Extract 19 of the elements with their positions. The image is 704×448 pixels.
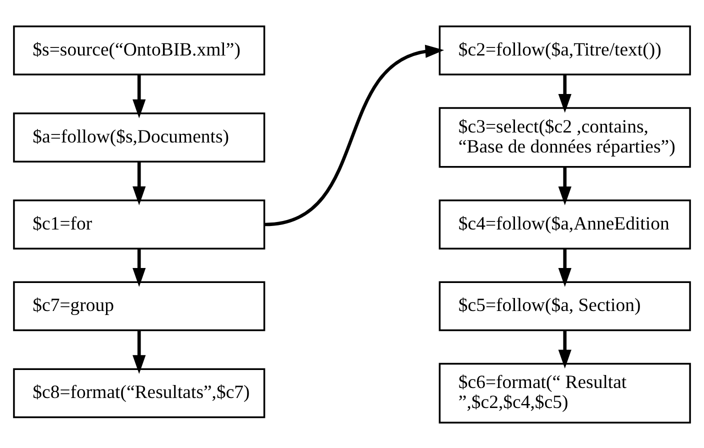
arrow — [132, 330, 146, 374]
arrow — [132, 161, 146, 205]
node-box: $c3=select($c2 ,contains, “Base de données réparties”) — [438, 106, 691, 168]
node-box: $c2=follow($a,Titre/text()) — [438, 24, 691, 75]
node-box: $c1=for — [13, 199, 266, 249]
node-box: $c4=follow($a,AnneEdition — [438, 199, 691, 249]
arrow — [558, 74, 572, 112]
node-box: $s=source(“OntoBIB.xml”) — [13, 24, 266, 75]
node-box: $c7=group — [13, 280, 266, 331]
node-box: $c8=format(“Resultats”,$c7) — [13, 368, 266, 418]
arrow — [558, 330, 572, 368]
arrow — [558, 166, 572, 205]
arrow — [132, 248, 146, 286]
node-box: $a=follow($s,Documents) — [13, 112, 266, 162]
arrow — [558, 248, 572, 286]
arrow — [132, 74, 146, 118]
node-box: $c6=format(“ Resultat ”,$c2,$c4,$c5) — [438, 362, 691, 424]
arrow — [264, 44, 444, 226]
node-box: $c5=follow($a, Section) — [438, 280, 691, 331]
